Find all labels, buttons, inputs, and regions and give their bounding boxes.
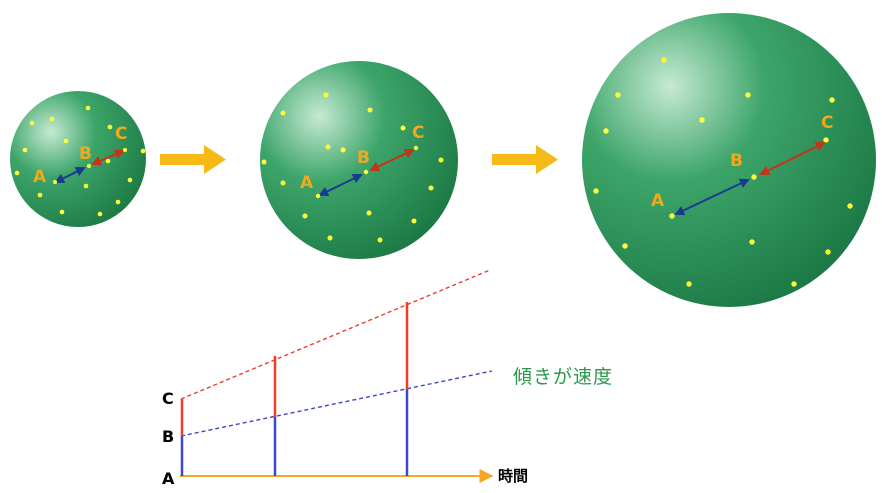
- slope-is-velocity-label: 傾きが速度: [513, 366, 613, 388]
- point-a-label: A: [651, 191, 665, 211]
- point-c-label: C: [115, 124, 127, 144]
- distance-bc-arrow-large: [759, 142, 826, 175]
- sphere-small-body: [10, 91, 146, 227]
- expansion-arrow-1: [160, 145, 226, 174]
- distance-ab-arrow-medium: [318, 174, 363, 196]
- distance-ab-arrow-small: [54, 167, 86, 183]
- distance-bc-arrow-medium: [369, 148, 415, 172]
- sphere-medium-body: [260, 61, 458, 259]
- sphere-medium: A B C: [260, 61, 458, 259]
- graph-label-c: C: [162, 389, 174, 408]
- sphere-medium-stars: [261, 92, 444, 243]
- point-a-label: A: [33, 167, 47, 187]
- point-c-label: C: [821, 113, 833, 133]
- point-b-label: B: [357, 148, 370, 168]
- graph-label-a: A: [162, 469, 175, 488]
- distance-time-graph: C B A 傾きが速度 時間: [162, 269, 613, 488]
- distance-c-dashed-line: [180, 269, 491, 400]
- sphere-large-stars: [593, 57, 853, 287]
- distance-bc-arrow-small: [91, 149, 125, 166]
- point-b-label: B: [79, 144, 92, 164]
- distance-b-dashed-line: [180, 370, 493, 437]
- point-a-label: A: [300, 173, 314, 193]
- distance-ab-arrow-large: [674, 178, 750, 216]
- graph-label-b: B: [162, 427, 174, 446]
- sphere-large: A B C: [582, 13, 876, 307]
- sphere-large-body: [582, 13, 876, 307]
- sphere-small: A B C: [10, 91, 146, 227]
- point-c-label: C: [412, 123, 424, 143]
- time-axis-label: 時間: [498, 467, 528, 485]
- point-b-label: B: [730, 151, 743, 171]
- expansion-arrow-2: [492, 145, 558, 174]
